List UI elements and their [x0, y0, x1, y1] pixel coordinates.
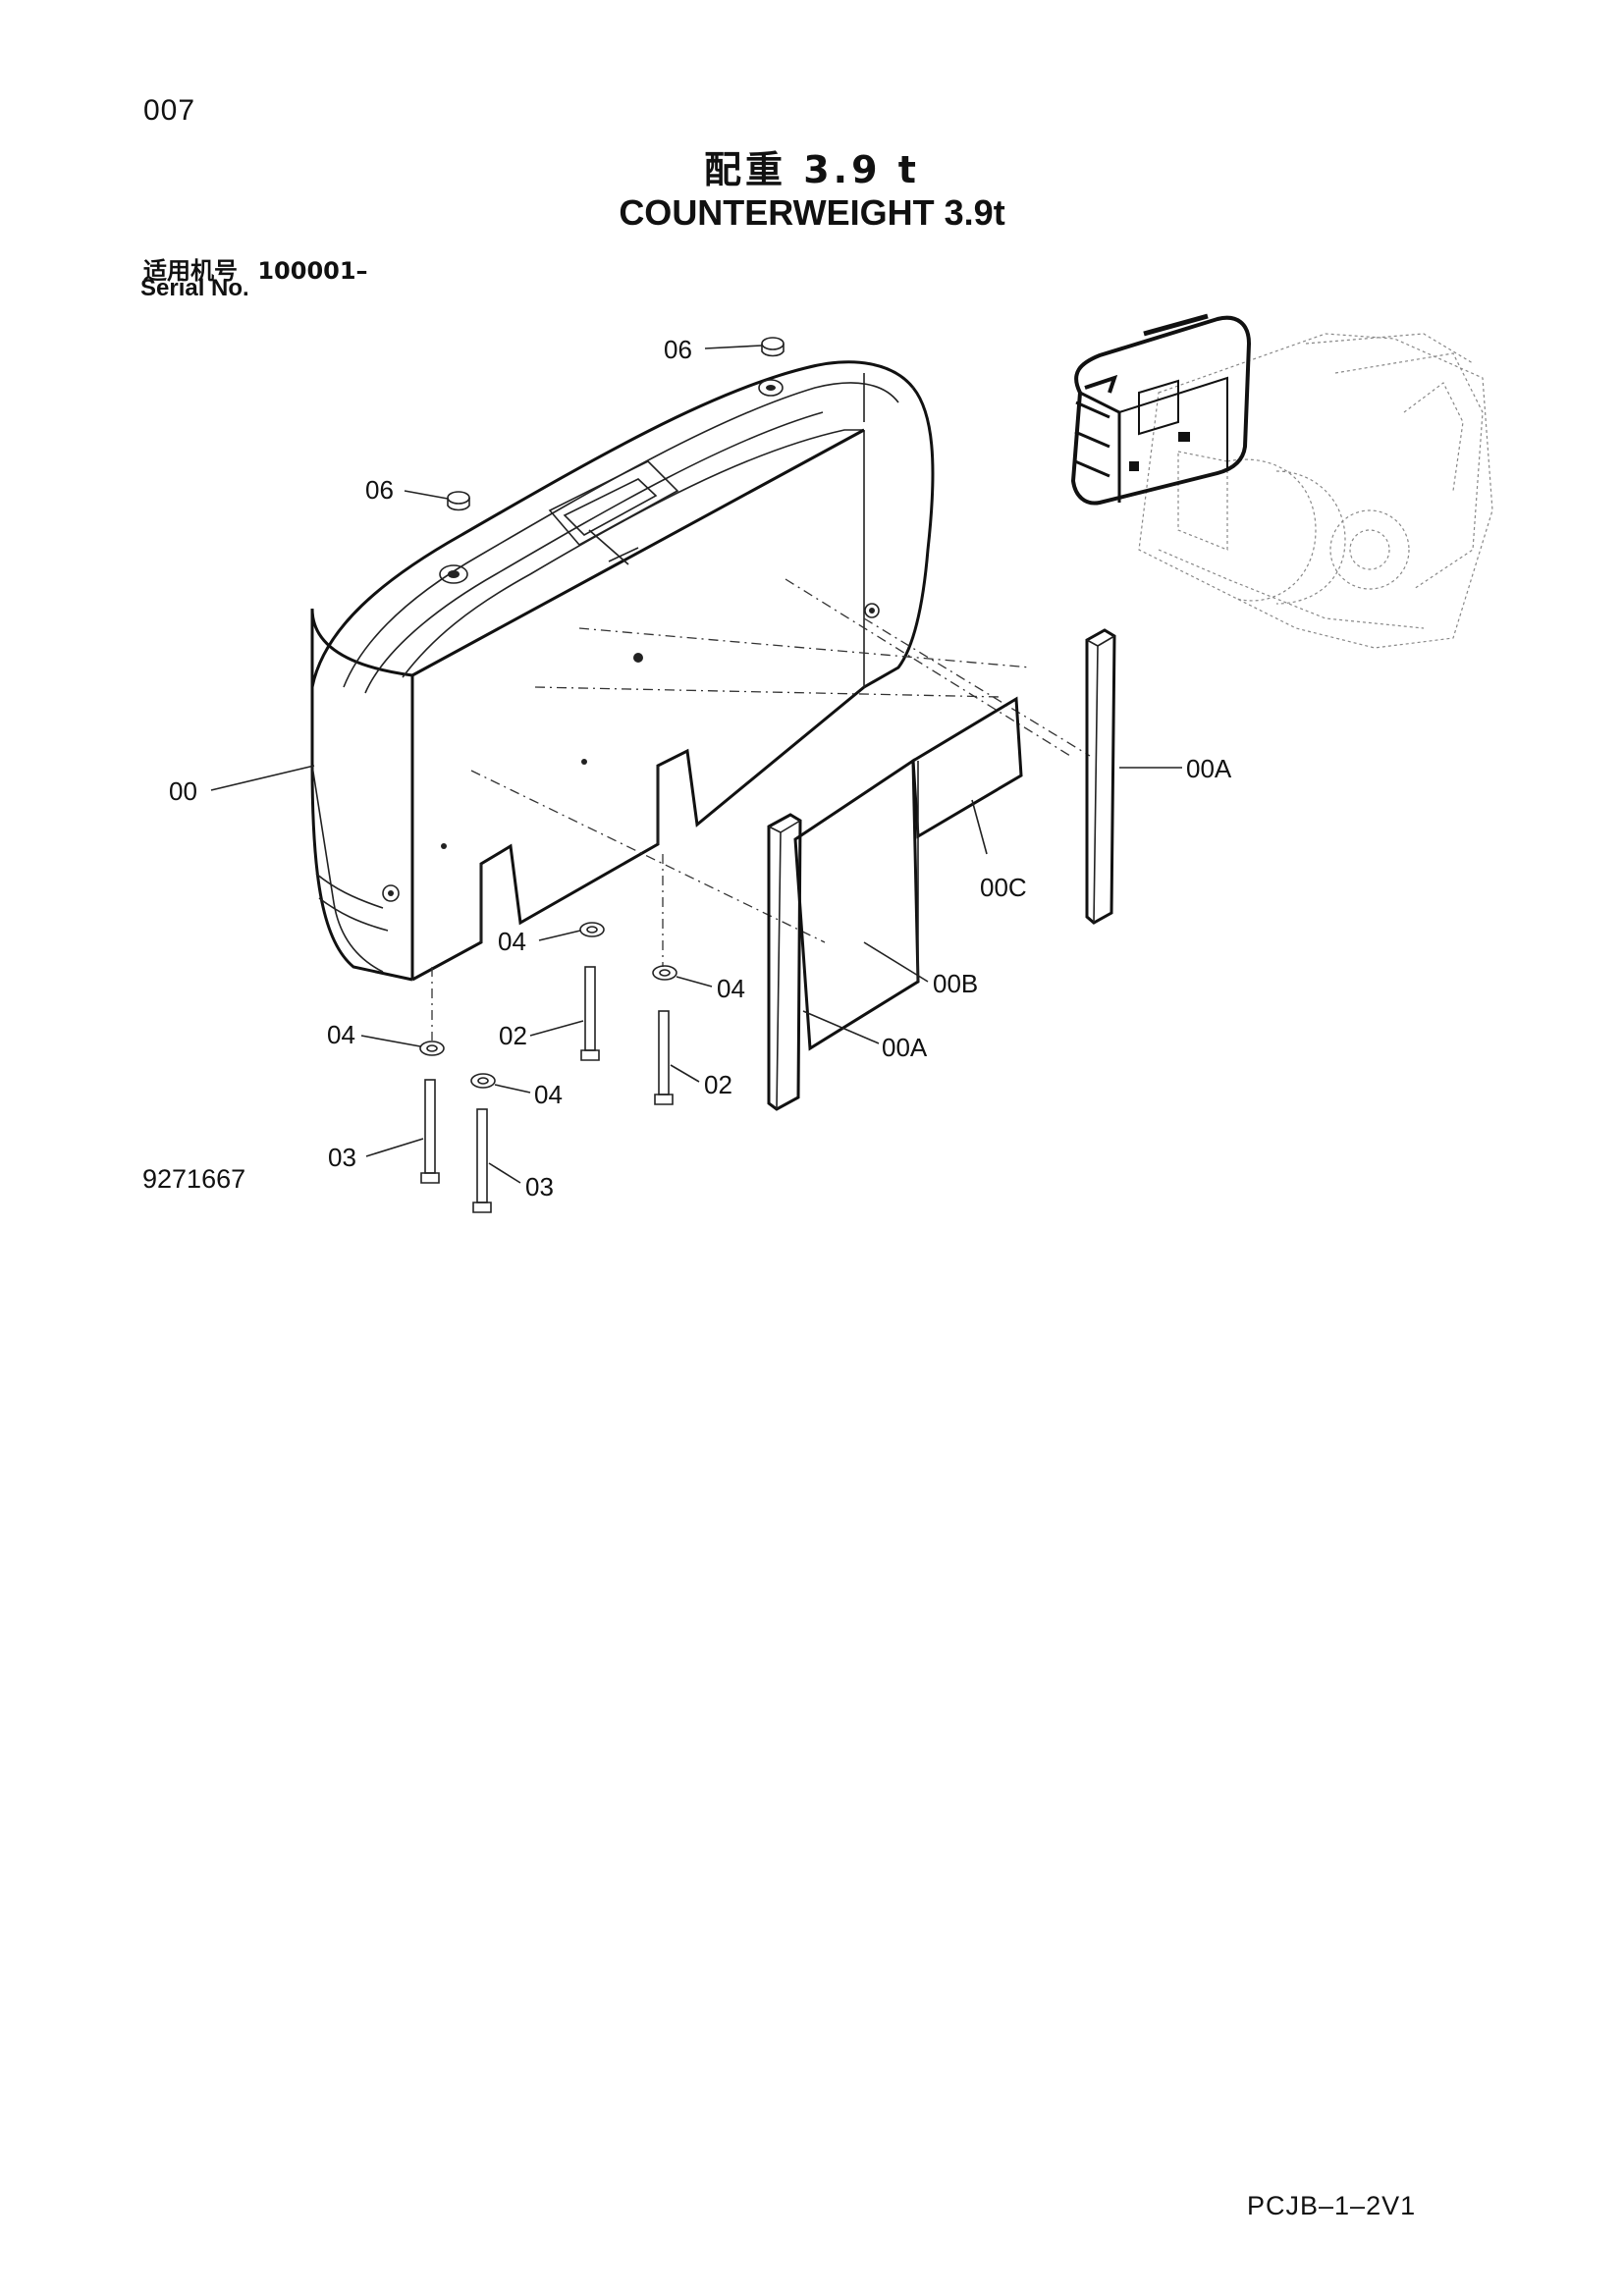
callout-03-a: 03 — [328, 1143, 356, 1172]
callout-04-a: 04 — [498, 927, 526, 956]
figure-number: 9271667 — [142, 1164, 246, 1194]
location-inset-excavator — [1070, 313, 1493, 649]
callout-06-left: 06 — [365, 475, 394, 505]
washer-04-c — [419, 1041, 445, 1056]
title-chinese: 配重 3.9 t — [704, 148, 920, 191]
plate-00C — [911, 696, 1023, 839]
callout-00: 00 — [169, 776, 197, 806]
serial-label-chinese: 适用机号 — [143, 257, 238, 285]
callout-02-a: 02 — [499, 1021, 527, 1050]
callout-00A-left: 00A — [882, 1033, 928, 1062]
page-number: 007 — [143, 94, 196, 127]
callout-00B: 00B — [933, 969, 978, 998]
title-english: COUNTERWEIGHT 3.9t — [619, 192, 1005, 233]
callout-00C: 00C — [980, 873, 1027, 902]
washer-04-b — [652, 965, 677, 981]
plate-00A-left — [767, 813, 802, 1111]
counterweight-body — [310, 360, 935, 982]
callout-04-b: 04 — [717, 974, 745, 1003]
washer-04-d — [470, 1073, 496, 1089]
serial-value: 100001– — [257, 257, 368, 285]
callout-04-c: 04 — [327, 1020, 355, 1049]
callout-02-b: 02 — [704, 1070, 732, 1099]
plate-00B — [793, 758, 920, 1051]
callout-04-d: 04 — [534, 1080, 563, 1109]
bolt-02-a — [580, 966, 600, 1061]
callout-06-top: 06 — [664, 335, 692, 364]
center-lines — [431, 578, 1091, 1041]
leader-lines — [210, 345, 1182, 1184]
serial-number-line: 适用机号 100001– — [143, 251, 368, 286]
serial-label-english: Serial No. — [140, 275, 249, 301]
plug-06-left — [447, 491, 470, 511]
bolt-03-a — [420, 1079, 440, 1184]
plate-00A-right — [1085, 628, 1116, 925]
plug-06-top — [761, 337, 785, 357]
bolt-02-b — [654, 1010, 674, 1105]
page-code: PCJB–1–2V1 — [1247, 2191, 1417, 2220]
callout-03-b: 03 — [525, 1172, 554, 1201]
callout-00A-right: 00A — [1186, 754, 1232, 783]
washer-04-a — [579, 922, 605, 937]
bolt-03-b — [472, 1108, 492, 1213]
